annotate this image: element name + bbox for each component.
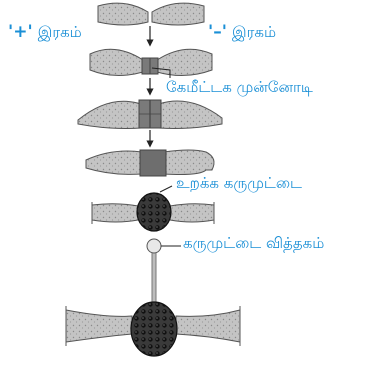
- plus-strain-label: '+' இரகம்: [8, 24, 82, 41]
- minus-strain-label: '–' இரகம்: [208, 24, 276, 41]
- progametangia-label: கேமீட்டக முன்னோடி: [166, 80, 313, 95]
- stage-6-germination: [66, 239, 240, 356]
- stage-4-fusion: [86, 150, 214, 176]
- stage-5-zygospore: [92, 193, 214, 231]
- leader-zygosporangium: [160, 186, 172, 192]
- minus-sign: '–': [208, 22, 227, 42]
- stage-3-gametangia: [78, 100, 222, 129]
- minus-strain-text: இரகம்: [232, 23, 276, 41]
- plus-strain-text: இரகம்: [38, 23, 82, 41]
- stage-2-progametangia: [90, 49, 212, 75]
- stage-1-hyphae: [98, 3, 204, 25]
- germination-label: கருமுட்டை வித்தகம்: [183, 236, 324, 251]
- zygosporangium-label: உறக்க கருமுட்டை: [176, 176, 302, 191]
- plus-sign: '+': [8, 22, 33, 42]
